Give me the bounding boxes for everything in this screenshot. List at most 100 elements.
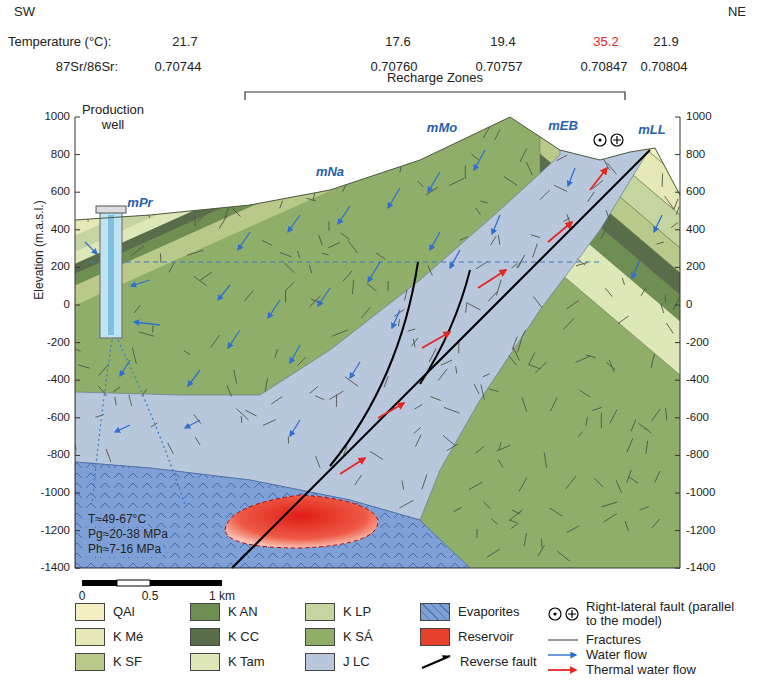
row-heading: Temperature (°C):: [8, 35, 111, 50]
legend-text: K SF: [113, 655, 142, 669]
reservoir-condition: Pg≈20-38 MPa: [86, 528, 170, 542]
fracture-line: [399, 500, 413, 508]
fracture-line: [557, 551, 570, 561]
fracture-line: [428, 266, 433, 276]
fracture-line: [466, 302, 467, 313]
legend-fault-symbol: [553, 612, 556, 615]
axis-tick: [75, 568, 80, 569]
fracture-line: [469, 482, 483, 490]
well-casing: [100, 212, 122, 338]
k-sa-unit: [75, 100, 680, 568]
fracture-line: [160, 253, 162, 262]
fracture-line: [592, 407, 602, 410]
scale-bar: [117, 580, 150, 586]
water-flow-arrow: [134, 322, 160, 325]
fracture-line: [415, 404, 423, 409]
fracture-line: [341, 233, 350, 240]
water-flow-arrow: [492, 215, 500, 234]
j-lc-unit: [75, 110, 650, 520]
legend-fault-symbol: [549, 608, 561, 620]
zone-label: Recharge Zones: [387, 71, 483, 86]
axis-tick-label: 600: [686, 186, 705, 199]
fracture-line: [673, 297, 680, 310]
scale-bar: [82, 580, 117, 586]
fracture-line: [652, 519, 660, 528]
axis-tick-label: -1000: [41, 486, 70, 499]
fracture-line: [483, 374, 490, 377]
fracture-line: [460, 237, 468, 240]
scale-label: 0: [79, 590, 86, 604]
fracture-line: [328, 222, 329, 231]
fracture-line: [651, 409, 660, 422]
terrain-surface: [75, 117, 680, 220]
water-flow-arrow: [632, 260, 640, 278]
fracture-line: [657, 242, 664, 244]
row-heading: 87Sr/86Sr:: [56, 60, 118, 75]
axis-tick: [675, 342, 680, 343]
water-flow-arrow: [654, 215, 662, 232]
fracture-line: [144, 132, 159, 136]
axis-tick: [675, 380, 680, 381]
water-flow-arrow: [228, 330, 240, 348]
fracture-line: [168, 129, 170, 140]
thermal-flow-arrow: [548, 222, 572, 242]
water-flow-arrow: [318, 288, 330, 306]
fracture-line: [576, 356, 591, 363]
spring-label: mLL: [638, 123, 665, 138]
fracture-line: [631, 419, 636, 431]
axis-tick-label: 1000: [686, 110, 712, 123]
fracture-line: [481, 201, 488, 203]
fracture-line: [245, 410, 256, 416]
fracture-line: [350, 122, 353, 129]
fracture-line: [601, 502, 617, 507]
fracture-line: [529, 365, 541, 369]
fracture-line: [476, 208, 481, 215]
fracture-line: [280, 201, 283, 208]
fracture-line: [345, 377, 358, 387]
zone-bracket: [245, 92, 625, 100]
fracture-line: [187, 250, 203, 255]
fracture-line: [665, 196, 674, 209]
legend-text: Reservoir: [458, 630, 514, 644]
fracture-line: [498, 459, 503, 467]
axis-tick: [675, 267, 680, 268]
fracture-line: [535, 362, 546, 373]
fracture-line: [491, 236, 496, 245]
well-head: [96, 206, 126, 213]
fracture-line: [139, 332, 155, 336]
water-flow-arrow: [268, 300, 280, 318]
fracture-line: [598, 126, 605, 134]
fracture-line: [630, 113, 643, 118]
legend-fault-symbol: [568, 610, 576, 618]
fracture-line: [674, 199, 678, 210]
fracture-line: [594, 478, 603, 487]
fracture-line: [471, 154, 478, 160]
fracture-line: [234, 125, 242, 133]
fracture-line: [526, 117, 532, 128]
fracture-line: [376, 253, 385, 259]
legend-text: Reverse fault: [460, 655, 537, 669]
axis-tick-label: 200: [686, 261, 705, 274]
fracture-line: [192, 121, 202, 129]
fracture-line: [200, 272, 212, 280]
fracture-line: [641, 288, 646, 296]
evaporites-unit: [75, 462, 470, 568]
fracture-line: [529, 353, 535, 365]
fracture-line: [343, 181, 348, 192]
legend-swatch: [305, 628, 335, 646]
fracture-line: [329, 391, 343, 399]
fracture-line: [607, 163, 617, 175]
fracture-line: [476, 529, 477, 538]
fracture-line: [315, 396, 324, 400]
legend-swatch: [190, 653, 220, 671]
fracture-line: [667, 323, 674, 333]
fracture-line: [310, 387, 318, 394]
temperature-value: 21.9: [653, 35, 678, 50]
axis-tick-label: 0: [686, 298, 692, 311]
fracture-line: [519, 478, 527, 492]
fracture-line: [307, 198, 316, 201]
water-flow-arrow: [350, 362, 360, 378]
axis-tick-label: 1000: [44, 110, 70, 123]
axis-tick: [75, 117, 80, 118]
